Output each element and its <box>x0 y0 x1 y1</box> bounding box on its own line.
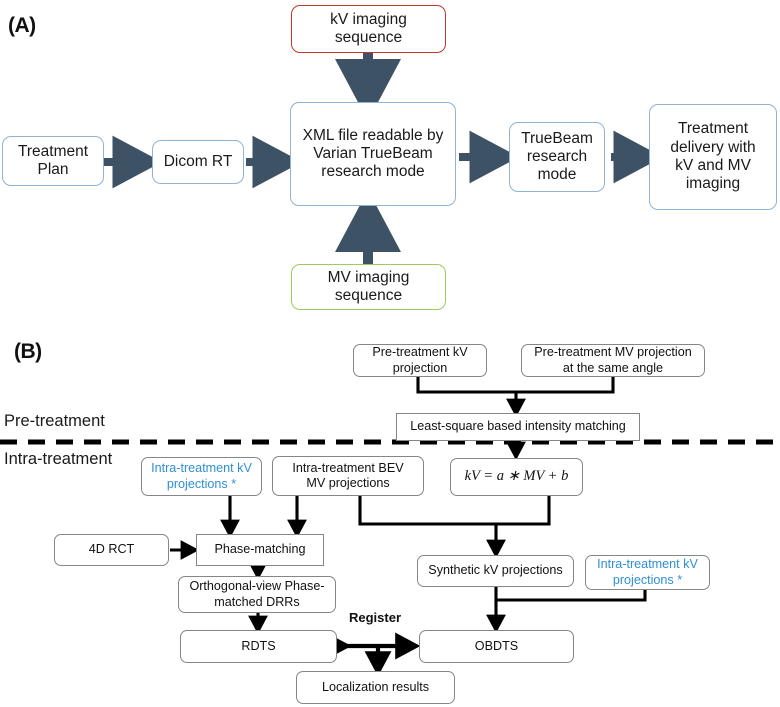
node-obdts[interactable]: OBDTS <box>419 630 574 663</box>
node-truebeam-research-mode[interactable]: TrueBeam research mode <box>509 122 605 192</box>
node-least-square-intensity-matching[interactable]: Least-square based intensity matching <box>396 413 640 441</box>
label-register: Register <box>349 610 402 625</box>
node-treatment-plan[interactable]: Treatment Plan <box>2 136 104 186</box>
node-intra-treatment-kv-projections-left[interactable]: Intra-treatment kV projections * <box>141 457 262 496</box>
wire-prekv-premv-merge <box>416 377 615 394</box>
node-phase-matching[interactable]: Phase-matching <box>196 534 324 566</box>
panel-a-label: (A) <box>8 14 36 37</box>
node-synthetic-kv-projections[interactable]: Synthetic kV projections <box>417 555 574 587</box>
panel-b-label: (B) <box>14 340 42 363</box>
node-localization-results[interactable]: Localization results <box>296 671 455 704</box>
node-kv-imaging-sequence[interactable]: kV imaging sequence <box>291 5 446 53</box>
label-intra-treatment: Intra-treatment <box>4 450 113 468</box>
node-intra-treatment-kv-projections-right[interactable]: Intra-treatment kV projections * <box>585 555 710 590</box>
node-xml-file[interactable]: XML file readable by Varian TrueBeam res… <box>290 102 456 206</box>
node-intra-treatment-bev-mv-projections[interactable]: Intra-treatment BEV MV projections <box>272 456 424 496</box>
node-mv-imaging-sequence[interactable]: MV imaging sequence <box>291 264 446 310</box>
wire-bev-formula-merge <box>358 496 551 526</box>
node-4d-rct[interactable]: 4D RCT <box>54 534 169 566</box>
node-rdts[interactable]: RDTS <box>180 630 337 663</box>
node-treatment-delivery[interactable]: Treatment delivery with kV and MV imagin… <box>649 104 777 210</box>
node-pre-treatment-kv-projection[interactable]: Pre-treatment kV projection <box>353 344 487 377</box>
node-dicom-rt[interactable]: Dicom RT <box>152 140 244 184</box>
node-orthogonal-view-phase-matched-drrs[interactable]: Orthogonal-view Phase- matched DRRs <box>178 576 336 613</box>
label-pre-treatment: Pre-treatment <box>4 412 105 430</box>
node-pre-treatment-mv-projection[interactable]: Pre-treatment MV projection at the same … <box>521 344 705 377</box>
node-kv-formula[interactable]: kV = a ∗ MV + b <box>450 458 583 496</box>
